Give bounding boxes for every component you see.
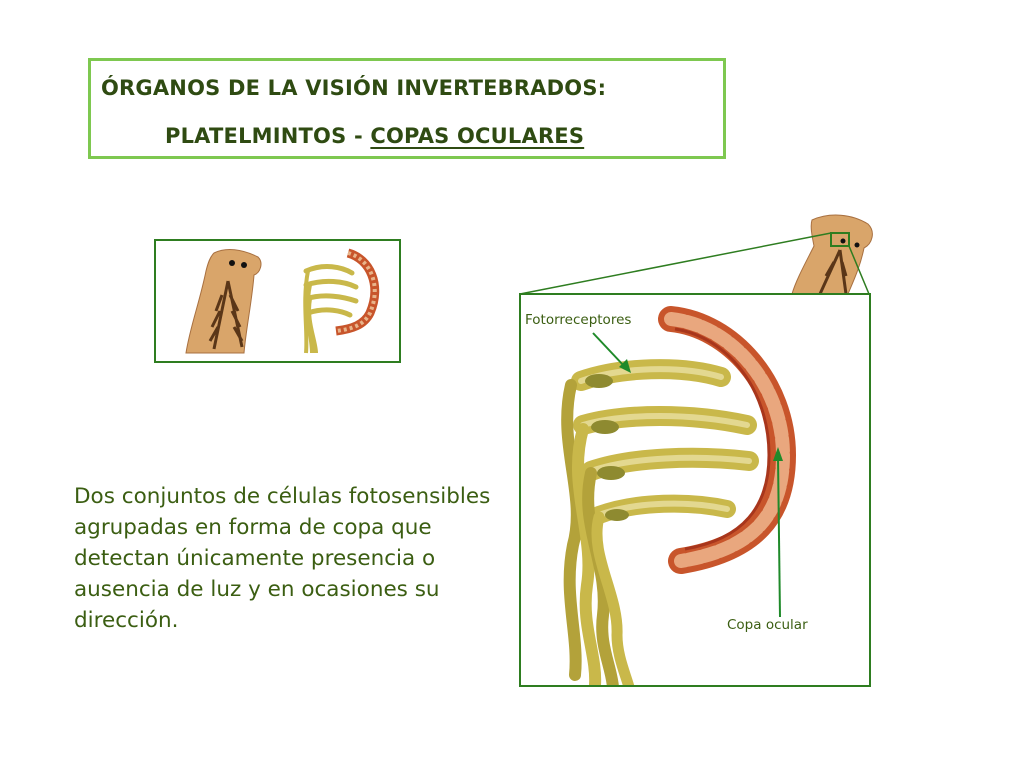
eye-cup-image bbox=[658, 306, 797, 574]
photoreceptor-cells-image bbox=[561, 359, 759, 685]
eye-cup-illustration bbox=[561, 306, 797, 685]
flatworm-head-zoom-source bbox=[791, 214, 873, 295]
eye-cup-arrow bbox=[773, 447, 783, 618]
mini-eye-cup-image bbox=[303, 248, 380, 354]
thumbnail-illustration bbox=[185, 248, 380, 354]
label-photoreceptors: Fotorreceptores bbox=[525, 312, 632, 328]
zoom-line-left bbox=[519, 232, 832, 295]
title-line-2: PLATELMINTOS - COPAS OCULARES bbox=[165, 124, 584, 148]
photoreceptor-arrow bbox=[592, 332, 631, 373]
label-eye-cup: Copa ocular bbox=[727, 617, 808, 633]
flatworm-head-image bbox=[185, 249, 262, 354]
zoom-marker bbox=[830, 232, 850, 247]
zoom-line-right bbox=[848, 245, 870, 295]
detail-figure: Fotorreceptores Copa ocular bbox=[519, 293, 871, 687]
title-underlined: COPAS OCULARES bbox=[370, 124, 585, 148]
description-text: Dos conjuntos de células fotosensibles a… bbox=[74, 484, 491, 633]
title-line-1: ÓRGANOS DE LA VISIÓN INVERTEBRADOS: bbox=[101, 76, 607, 100]
thumbnail-figure bbox=[154, 239, 401, 363]
title-box: ÓRGANOS DE LA VISIÓN INVERTEBRADOS: PLAT… bbox=[88, 58, 726, 159]
title-prefix: PLATELMINTOS - bbox=[165, 124, 371, 148]
